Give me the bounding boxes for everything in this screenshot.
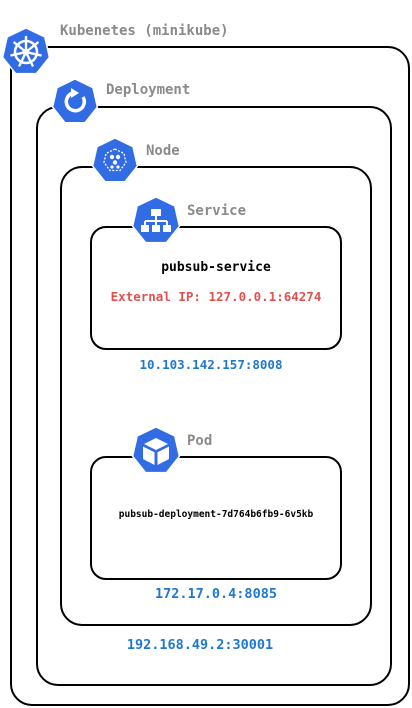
pod-name: pubsub-deployment-7d764b6fb9-6v5kb bbox=[118, 509, 314, 520]
deployment-label: Deployment bbox=[106, 82, 191, 98]
pod-label: Pod bbox=[187, 433, 213, 449]
service-box bbox=[90, 226, 342, 350]
service-external-ip: External IP: 127.0.0.1:64274 bbox=[110, 289, 322, 304]
service-label: Service bbox=[187, 203, 247, 219]
service-name: pubsub-service bbox=[161, 260, 271, 275]
deployment-icon bbox=[51, 78, 99, 124]
pod-box bbox=[90, 456, 342, 580]
kubernetes-label: Kubenetes (minikube) bbox=[60, 23, 229, 39]
deployment-address: 192.168.49.2:30001 bbox=[126, 637, 274, 653]
node-label: Node bbox=[146, 143, 180, 159]
pod-icon bbox=[131, 426, 181, 474]
service-cluster-address: 10.103.142.157:8008 bbox=[139, 357, 283, 372]
service-icon bbox=[131, 196, 181, 244]
node-icon bbox=[91, 137, 139, 183]
node-address: 172.17.0.4:8085 bbox=[155, 586, 277, 602]
helm-wheel-icon bbox=[1, 27, 51, 75]
